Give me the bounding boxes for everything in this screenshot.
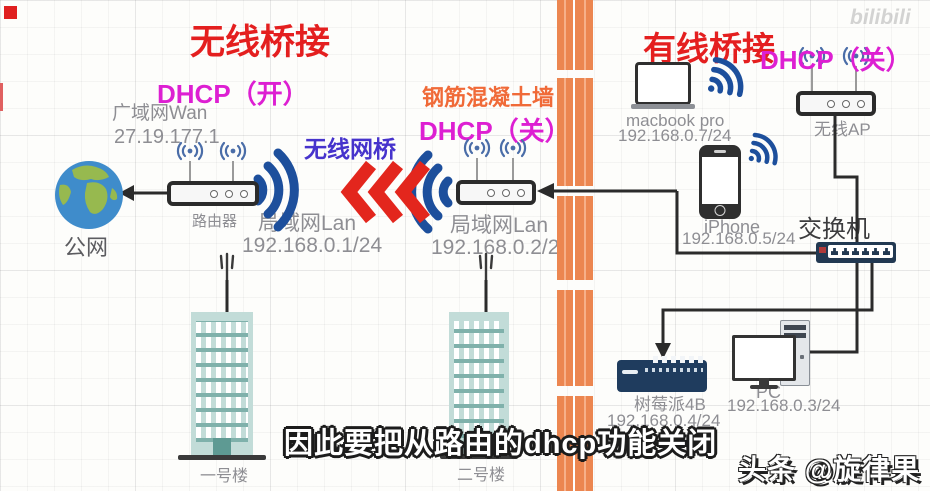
pi-pins (645, 368, 703, 372)
globe-icon (55, 161, 123, 229)
iphone-label: iPhone (704, 217, 761, 237)
switch-device (816, 242, 896, 263)
iphone-icon (699, 145, 741, 219)
red-corner-mark (4, 6, 17, 19)
macbook-label: macbook pro (626, 111, 725, 130)
wifi-arcs-right-icon (258, 153, 294, 227)
ap-label: 无线AP (814, 120, 871, 139)
concrete-wall (557, 0, 593, 491)
pi-ip: 192.168.0.4/24 (607, 411, 721, 430)
dhcp-off-mid-label: DHCP（关） (419, 116, 571, 146)
building1-base (178, 455, 266, 460)
building1-door (213, 438, 231, 458)
router2-device (456, 180, 536, 205)
bridge-label: 无线网桥 (304, 136, 396, 162)
lan2-label: 局域网Lan (450, 214, 549, 237)
wan-ip: 27.19.177.1 (114, 126, 220, 148)
macbook-icon (631, 62, 695, 110)
wall-label: 钢筋混凝土墙 (422, 85, 555, 110)
red-edge-mark (0, 83, 3, 111)
building1 (191, 312, 253, 458)
router1-label: 路由器 (192, 213, 238, 230)
ap-leds (827, 99, 865, 108)
building2-base (440, 454, 518, 459)
wan-label: 广域网Wan (112, 103, 208, 124)
antenna-stems (189, 66, 857, 183)
wired-bridge-title: 有线桥接 (643, 30, 775, 67)
macbook-ip: 192.168.0.7/24 (618, 126, 732, 145)
toutiao-watermark: 头条 @旋律果子 (738, 454, 921, 485)
wall-segment (557, 78, 593, 186)
wireless-ap-device (796, 91, 876, 116)
pi-ports (653, 356, 703, 363)
wireless-bridge-title: 无线桥接 (190, 23, 331, 62)
building2-windows (454, 321, 504, 438)
macbook-wifi-icon (697, 54, 748, 107)
building2-label: 二号楼 (457, 467, 506, 484)
building1-mast-icon (219, 252, 235, 282)
lan1-ip: 192.168.0.1/24 (242, 234, 383, 257)
wall-segment (557, 196, 593, 280)
public-network-label: 公网 (64, 235, 109, 260)
wall-segment (557, 396, 593, 491)
pi-led (622, 370, 638, 374)
building1-windows (196, 321, 248, 442)
switch-ports (828, 245, 893, 258)
raspberry-pi-device (617, 356, 707, 392)
cables (131, 115, 874, 354)
pc-monitor-icon (732, 335, 796, 389)
antenna-icon (176, 141, 204, 161)
arrowheads (119, 183, 671, 359)
pi-label: 树莓派4B (634, 395, 706, 414)
antenna-icon (219, 141, 247, 161)
antenna-icon (463, 138, 491, 158)
router1-device (167, 181, 259, 206)
subtitle-caption: 因此要把从路由的dhcp功能关闭 (284, 428, 718, 460)
building2 (449, 312, 509, 454)
wall-segment (557, 0, 593, 70)
iphone-wifi-icon (739, 130, 781, 174)
building2-mast-icon (478, 252, 494, 282)
wall-segment (557, 290, 593, 386)
router1-leds (210, 189, 248, 198)
lan2-ip: 192.168.0.2/24 (431, 236, 572, 259)
dhcp-off-right-label: DHCP（关） (760, 45, 912, 75)
router2-leds (487, 188, 525, 197)
building1-label: 一号楼 (200, 468, 249, 485)
iphone-ip: 192.168.0.5/24 (682, 229, 796, 248)
pc-ip: 192.168.0.3/24 (727, 396, 841, 415)
switch-tag (819, 247, 826, 253)
bilibili-watermark: bilibili (850, 6, 911, 29)
antenna-icon (499, 138, 527, 158)
dhcp-on-label: DHCP（开） (157, 79, 309, 109)
